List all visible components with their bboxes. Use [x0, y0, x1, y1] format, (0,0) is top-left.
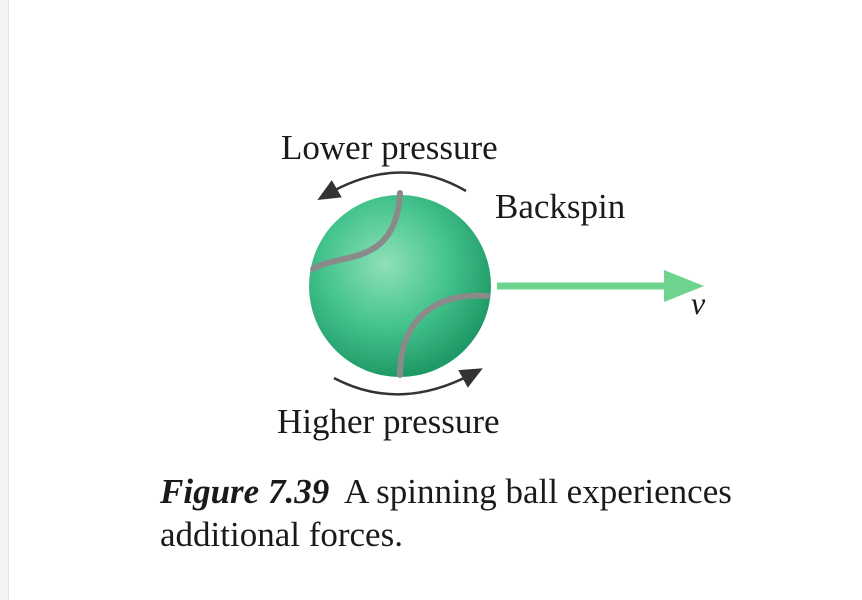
velocity-arrow-icon — [497, 270, 704, 302]
velocity-label: v — [691, 285, 706, 321]
ball-icon — [309, 190, 491, 378]
caption-text: A spinning ball experiences additional f… — [160, 472, 732, 554]
figure-caption: Figure 7.39 A spinning ball experiences … — [160, 470, 820, 556]
page-edge — [0, 0, 9, 600]
ball-seam-upper — [310, 190, 403, 272]
spin-arrow-top-icon — [317, 171, 467, 201]
caption-number: Figure 7.39 — [160, 472, 330, 511]
higher-pressure-label: Higher pressure — [277, 402, 500, 441]
ball-seam-lower — [397, 292, 490, 378]
spin-arrow-bottom-icon — [333, 368, 483, 396]
lower-pressure-label: Lower pressure — [281, 128, 498, 167]
backspin-label: Backspin — [495, 187, 626, 226]
